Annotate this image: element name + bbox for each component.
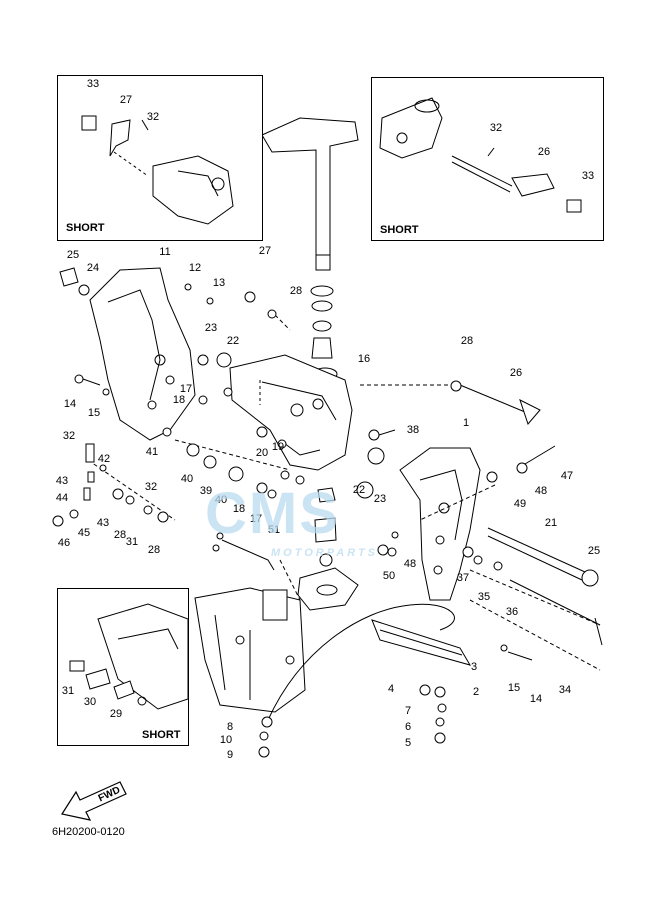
callout-44: 44 (55, 492, 69, 504)
callout-41: 41 (145, 446, 159, 458)
callout-22: 22 (352, 484, 366, 496)
callout-7: 7 (404, 705, 412, 717)
callout-50: 50 (382, 570, 396, 582)
lower-mount (297, 567, 359, 611)
callout-32: 32 (144, 481, 158, 493)
callout-42: 42 (97, 453, 111, 465)
inset-short-bottom-left: SHORT (57, 588, 189, 746)
callout-28: 28 (460, 335, 474, 347)
callout-13: 13 (212, 277, 226, 289)
callout-48: 48 (534, 485, 548, 497)
callout-21: 21 (544, 517, 558, 529)
callout-20: 20 (255, 447, 269, 459)
callout-28: 28 (289, 285, 303, 297)
inset-short-label: SHORT (142, 729, 181, 741)
watermark: CMS MOTORPARTS (205, 480, 378, 559)
callout-35: 35 (477, 591, 491, 603)
callout-37: 37 (456, 572, 470, 584)
callout-28: 28 (113, 529, 127, 541)
inset-short-top-right: SHORT (371, 77, 604, 241)
callout-27: 27 (258, 245, 272, 257)
callout-28: 28 (147, 544, 161, 556)
inset-drawing (379, 97, 582, 213)
callout-25: 25 (66, 249, 80, 261)
inset-short-label: SHORT (66, 222, 105, 234)
callout-29: 29 (109, 708, 123, 720)
callout-40: 40 (214, 494, 228, 506)
callout-31: 31 (125, 536, 139, 548)
callout-18: 18 (172, 394, 186, 406)
callout-23: 23 (373, 493, 387, 505)
tilt-rod (459, 384, 603, 646)
callout-27: 27 (119, 94, 133, 106)
callout-14: 14 (63, 398, 77, 410)
ground-wire (267, 603, 455, 721)
callout-47: 47 (560, 470, 574, 482)
callout-40: 40 (180, 473, 194, 485)
hardware-parts (52, 267, 556, 758)
callout-9: 9 (226, 749, 234, 761)
callout-49: 49 (513, 498, 527, 510)
callout-36: 36 (505, 606, 519, 618)
callout-46: 46 (57, 537, 71, 549)
callout-22: 22 (226, 335, 240, 347)
inset-short-label: SHORT (380, 224, 419, 236)
callout-1: 1 (462, 417, 470, 429)
callout-51: 51 (267, 524, 281, 536)
callout-45: 45 (77, 527, 91, 539)
callout-4: 4 (387, 683, 395, 695)
callout-43: 43 (55, 475, 69, 487)
callout-12: 12 (188, 262, 202, 274)
forward-arrow-icon (61, 781, 127, 821)
watermark-brand: CMS (205, 481, 340, 546)
inset-short-top-left: SHORT (57, 75, 263, 241)
callout-25: 25 (587, 545, 601, 557)
callout-14: 14 (529, 693, 543, 705)
diagram-part-code: 6H20200-0120 (52, 826, 125, 838)
callout-39: 39 (199, 485, 213, 497)
callout-48: 48 (403, 558, 417, 570)
callout-23: 23 (204, 322, 218, 334)
callout-26: 26 (509, 367, 523, 379)
callout-6: 6 (404, 721, 412, 733)
callout-32: 32 (62, 430, 76, 442)
callout-11: 11 (159, 246, 171, 258)
callout-3: 3 (470, 661, 478, 673)
callout-17: 17 (249, 513, 263, 525)
callout-18: 18 (232, 503, 246, 515)
anode-strip (371, 619, 472, 666)
left-clamp-bracket (89, 267, 196, 441)
inset-drawing (69, 603, 188, 710)
callout-17: 17 (179, 383, 193, 395)
callout-30: 30 (83, 696, 97, 708)
steering-shaft (261, 117, 359, 381)
callout-24: 24 (86, 262, 100, 274)
inset-drawing (81, 115, 234, 225)
tilt-tube (487, 527, 599, 587)
callout-32: 32 (146, 111, 160, 123)
callout-31: 31 (61, 685, 75, 697)
callout-43: 43 (96, 517, 110, 529)
callout-19: 19 (271, 441, 285, 453)
callout-5: 5 (404, 737, 412, 749)
callout-15: 15 (507, 682, 521, 694)
callout-32: 32 (489, 122, 503, 134)
callout-8: 8 (226, 721, 234, 733)
callout-34: 34 (558, 684, 572, 696)
swivel-bracket (229, 354, 353, 471)
callout-38: 38 (406, 424, 420, 436)
callout-33: 33 (86, 78, 100, 90)
callout-16: 16 (357, 353, 371, 365)
callout-26: 26 (537, 146, 551, 158)
watermark-sub: MOTORPARTS (271, 547, 379, 559)
callout-2: 2 (472, 686, 480, 698)
callout-33: 33 (581, 170, 595, 182)
right-clamp-bracket (399, 447, 481, 601)
callout-15: 15 (87, 407, 101, 419)
callout-10: 10 (219, 734, 233, 746)
power-trim-unit (194, 587, 306, 713)
